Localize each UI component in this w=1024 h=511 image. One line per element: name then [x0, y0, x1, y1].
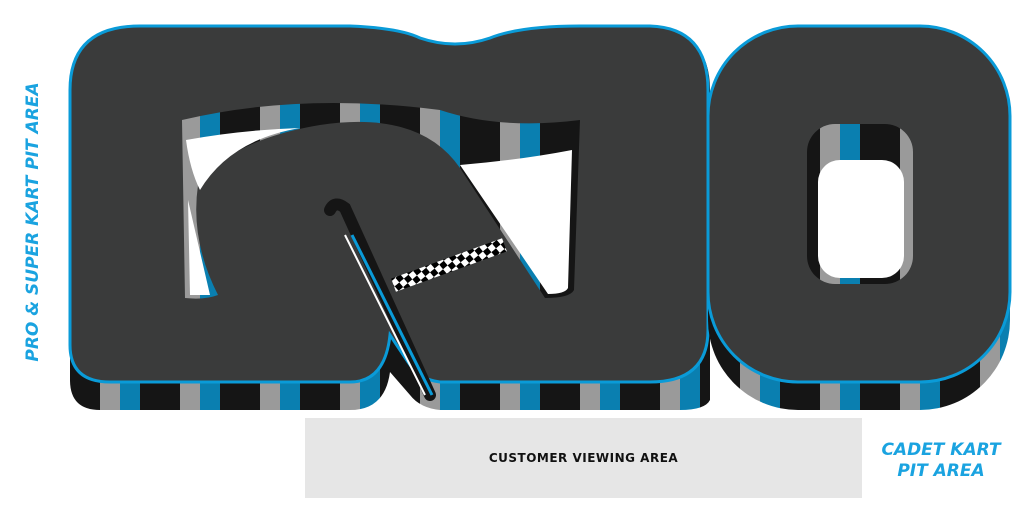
cadet-pit-line1: CADET KART — [881, 440, 1001, 460]
cadet-pit-line2: PIT AREA — [897, 461, 985, 481]
cadet-pit-area-label: CADET KART PIT AREA — [866, 440, 1016, 482]
start-finish-line — [391, 238, 507, 292]
pro-pit-area-label: PRO & SUPER KART PIT AREA — [23, 82, 43, 362]
cadet-track — [706, 24, 1012, 410]
infield-holes — [182, 102, 580, 401]
customer-viewing-area: CUSTOMER VIEWING AREA — [305, 418, 862, 498]
viewing-area-label: CUSTOMER VIEWING AREA — [488, 451, 679, 465]
main-track-surface — [68, 24, 710, 384]
